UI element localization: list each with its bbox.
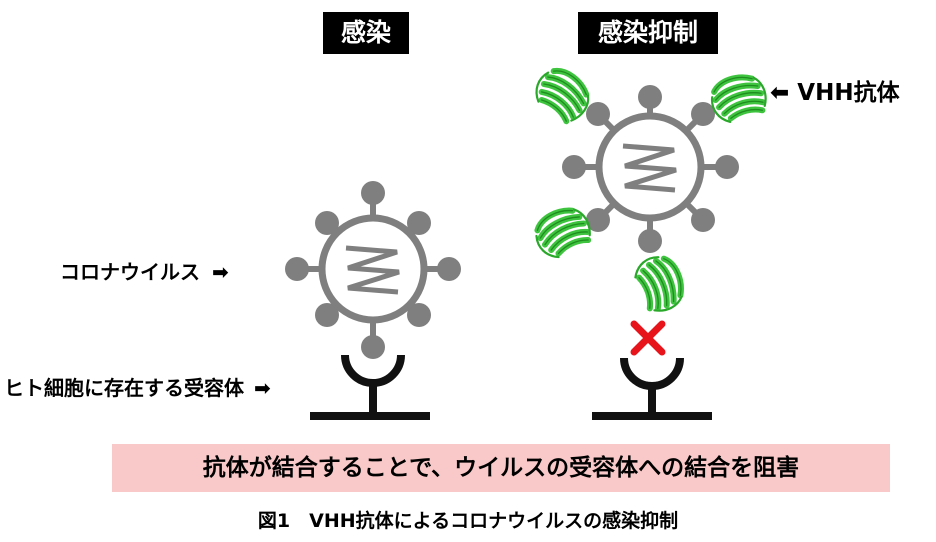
heading-inhibition: 感染抑制 (578, 12, 718, 54)
vhh-antibody-bottom (628, 250, 691, 317)
coronavirus-text: コロナウイルス (60, 260, 200, 284)
coronavirus-left (285, 181, 461, 359)
figure-caption: 図1 VHH抗体によるコロナウイルスの感染抑制 (257, 510, 679, 532)
label-coronavirus: コロナウイルス ➡ (60, 256, 229, 285)
x-mark-icon (630, 320, 666, 356)
vhh-antibody-top-right (705, 68, 771, 129)
arrow-right-icon: ➡ (254, 376, 271, 400)
summary-banner: 抗体が結合することで、ウイルスの受容体への結合を阻害 (112, 444, 890, 492)
coronavirus-right (562, 85, 739, 253)
vhh-antibody-top-left (529, 63, 596, 126)
label-vhh-antibody: ➡ VHH抗体 (770, 73, 900, 107)
receptor-right (592, 357, 712, 420)
heading-infection: 感染 (323, 12, 409, 54)
vhh-antibody-bottom-left (529, 200, 597, 265)
vhh-antibody-text: VHH抗体 (797, 80, 900, 106)
arrow-right-icon: ➡ (212, 260, 229, 284)
receptor-text: ヒト細胞に存在する受容体 (4, 376, 244, 400)
arrow-right-icon: ➡ (770, 80, 790, 106)
receptor-left (310, 354, 430, 420)
label-receptor: ヒト細胞に存在する受容体 ➡ (4, 372, 271, 401)
